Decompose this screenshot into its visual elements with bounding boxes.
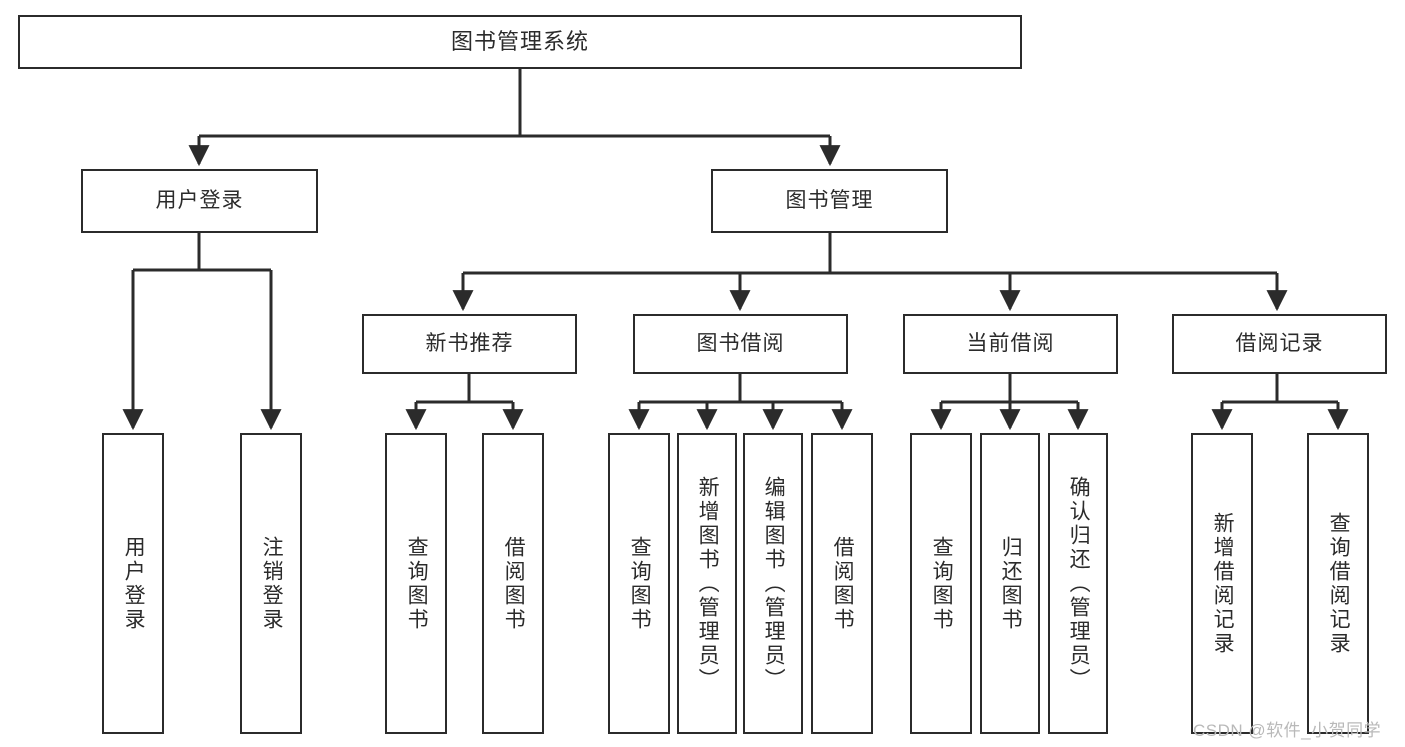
- leaf-book-borrow-borrow-book[interactable]: 借阅图书: [811, 433, 873, 734]
- node-book-borrow-label: 图书借阅: [696, 332, 785, 356]
- leaf-label: 归还图书: [999, 535, 1023, 632]
- leaf-label: 注销登录: [260, 535, 284, 632]
- node-borrow-record[interactable]: 借阅记录: [1172, 314, 1387, 374]
- node-book-management[interactable]: 图书管理: [711, 169, 948, 233]
- node-new-book-recommend[interactable]: 新书推荐: [362, 314, 577, 374]
- leaf-user-login-logout[interactable]: 注销登录: [240, 433, 302, 734]
- leaf-current-borrow-confirm-return[interactable]: 确认归还（管理员）: [1048, 433, 1108, 734]
- leaf-label: 查询借阅记录: [1327, 511, 1351, 656]
- leaf-borrow-record-query-record[interactable]: 查询借阅记录: [1307, 433, 1369, 734]
- node-current-borrow-label: 当前借阅: [966, 332, 1055, 356]
- leaf-book-borrow-query-book[interactable]: 查询图书: [608, 433, 670, 734]
- node-root-system[interactable]: 图书管理系统: [18, 15, 1022, 69]
- leaf-label: 查询图书: [628, 535, 652, 632]
- leaf-book-borrow-edit-book[interactable]: 编辑图书（管理员）: [743, 433, 803, 734]
- leaf-current-borrow-return-book[interactable]: 归还图书: [980, 433, 1040, 734]
- node-borrow-record-label: 借阅记录: [1235, 332, 1324, 356]
- leaf-label: 查询图书: [930, 535, 954, 632]
- leaf-label: 编辑图书（管理员）: [762, 475, 786, 692]
- node-user-login[interactable]: 用户登录: [81, 169, 318, 233]
- node-book-management-label: 图书管理: [785, 189, 874, 213]
- leaf-label: 确认归还（管理员）: [1067, 475, 1091, 692]
- node-book-borrow[interactable]: 图书借阅: [633, 314, 848, 374]
- node-current-borrow[interactable]: 当前借阅: [903, 314, 1118, 374]
- leaf-new-book-query-book[interactable]: 查询图书: [385, 433, 447, 734]
- leaf-label: 查询图书: [405, 535, 429, 632]
- node-root-label: 图书管理系统: [450, 28, 589, 54]
- leaf-current-borrow-query-book[interactable]: 查询图书: [910, 433, 972, 734]
- leaf-label: 借阅图书: [502, 535, 526, 632]
- leaf-label: 新增借阅记录: [1211, 511, 1235, 656]
- leaf-borrow-record-add-record[interactable]: 新增借阅记录: [1191, 433, 1253, 734]
- leaf-label: 用户登录: [122, 535, 146, 632]
- leaf-user-login-login[interactable]: 用户登录: [102, 433, 164, 734]
- node-new-book-recommend-label: 新书推荐: [425, 332, 514, 356]
- leaf-new-book-borrow-book[interactable]: 借阅图书: [482, 433, 544, 734]
- leaf-book-borrow-add-book[interactable]: 新增图书（管理员）: [677, 433, 737, 734]
- leaf-label: 新增图书（管理员）: [696, 475, 720, 692]
- leaf-label: 借阅图书: [831, 535, 855, 632]
- node-user-login-label: 用户登录: [155, 189, 244, 213]
